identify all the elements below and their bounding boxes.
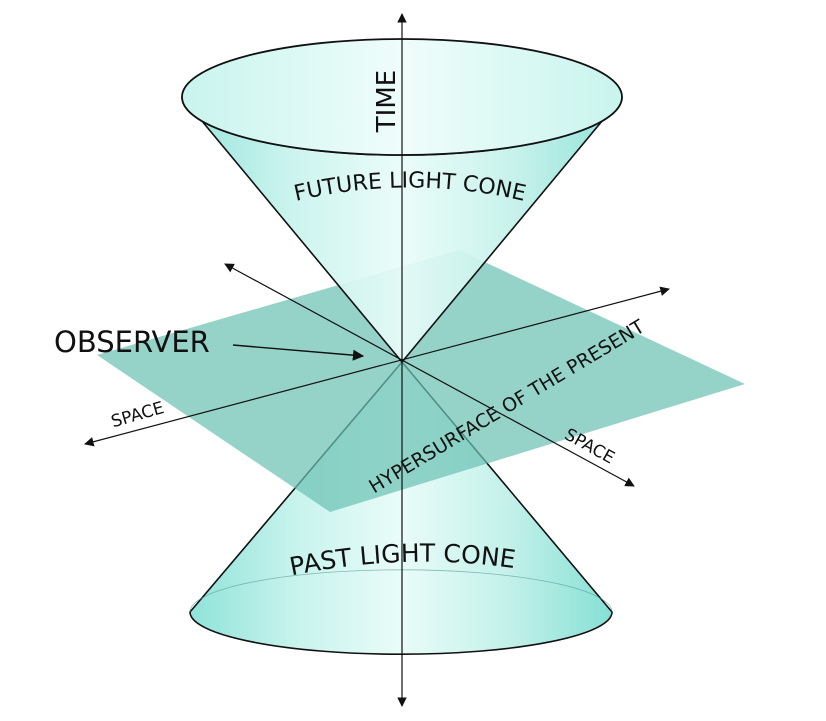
observer-pointer-arrow	[232, 344, 365, 361]
space-label-left: SPACE	[109, 398, 166, 432]
time-label: TIME	[372, 70, 402, 133]
observer-label: OBSERVER	[54, 325, 210, 359]
space-axis-2	[224, 263, 635, 487]
